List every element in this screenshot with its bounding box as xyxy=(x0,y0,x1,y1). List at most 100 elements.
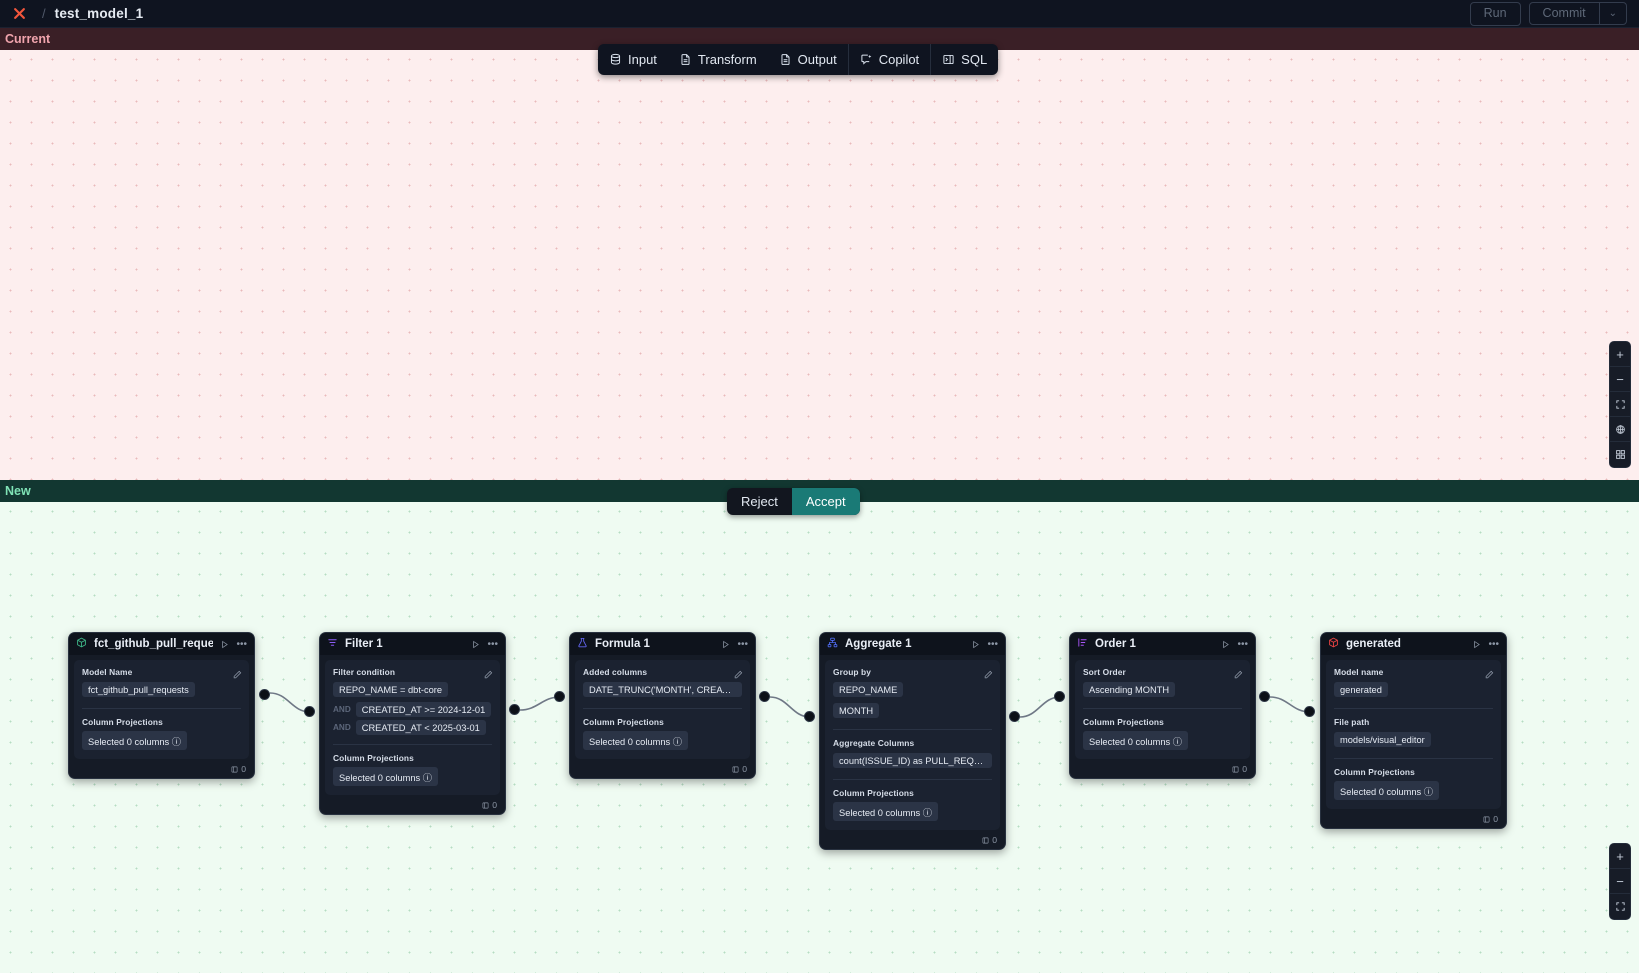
play-icon[interactable] xyxy=(721,640,730,649)
sort-icon xyxy=(1077,635,1088,653)
reject-button[interactable]: Reject xyxy=(741,494,778,509)
row-count: 0 xyxy=(732,764,747,774)
more-icon[interactable]: ••• xyxy=(236,638,247,650)
play-icon[interactable] xyxy=(220,640,229,649)
edge-port xyxy=(259,689,270,700)
zoom-out-icon[interactable]: − xyxy=(1610,869,1630,894)
sort-order-value[interactable]: Ascending MONTH xyxy=(1083,682,1176,698)
run-button[interactable]: Run xyxy=(1469,1,1521,26)
column-projections-value[interactable]: Selected 0 columns ⓘ xyxy=(833,802,939,821)
node-filter[interactable]: Filter 1 ••• Filter condition REPO_NAME … xyxy=(319,632,506,815)
group-by-value-2[interactable]: MONTH xyxy=(833,703,880,719)
pencil-icon[interactable] xyxy=(734,666,743,684)
row-count: 0 xyxy=(1483,814,1498,824)
model-name-value[interactable]: generated xyxy=(1334,682,1388,698)
condition-operator: AND xyxy=(333,723,351,732)
zoom-in-icon[interactable]: + xyxy=(1610,844,1630,869)
info-icon[interactable]: ⓘ xyxy=(1172,736,1183,747)
node-aggregate[interactable]: Aggregate 1 ••• Group by REPO_NAME MONTH… xyxy=(819,632,1006,850)
aggregate-columns-value[interactable]: count(ISSUE_ID) as PULL_REQUEST_… xyxy=(833,753,992,769)
node-footer: 0 xyxy=(69,764,254,778)
pencil-icon[interactable] xyxy=(1234,666,1243,684)
pencil-icon[interactable] xyxy=(1485,666,1494,684)
more-icon[interactable]: ••• xyxy=(1488,638,1499,650)
node-body: Sort Order Ascending MONTH Column Projec… xyxy=(1075,660,1250,759)
toolbar-item-input[interactable]: Input xyxy=(598,44,668,75)
cube-icon xyxy=(1328,635,1339,653)
flask-icon xyxy=(577,635,588,653)
section-label: Model Name xyxy=(82,667,133,677)
filter-condition-3[interactable]: CREATED_AT < 2025-03-01 xyxy=(355,720,486,735)
commit-split-button[interactable]: Commit ⌄ xyxy=(1528,2,1627,25)
play-icon[interactable] xyxy=(1221,640,1230,649)
section-label-column-projections: Column Projections xyxy=(833,779,992,798)
info-icon[interactable]: ⓘ xyxy=(171,736,182,747)
condition-operator: AND xyxy=(333,705,351,714)
row-count: 0 xyxy=(982,835,997,845)
toolbar-item-sql[interactable]: SQL xyxy=(930,44,998,75)
target-icon[interactable] xyxy=(1610,417,1630,442)
node-footer: 0 xyxy=(570,764,755,778)
info-icon[interactable]: ⓘ xyxy=(922,807,933,818)
zoom-in-icon[interactable]: + xyxy=(1610,342,1630,367)
section-label: Sort Order xyxy=(1083,667,1126,677)
play-icon[interactable] xyxy=(971,640,980,649)
panel-icon xyxy=(942,53,955,66)
section-label: Added columns xyxy=(583,667,648,677)
added-columns-value[interactable]: DATE_TRUNC('MONTH', CREATED_AT… xyxy=(583,682,742,698)
pencil-icon[interactable] xyxy=(984,666,993,684)
filter-condition-row: AND CREATED_AT >= 2024-12-01 xyxy=(333,702,492,717)
filter-condition-1[interactable]: REPO_NAME = dbt-core xyxy=(333,682,449,698)
play-icon[interactable] xyxy=(471,640,480,649)
column-projections-value[interactable]: Selected 0 columns ⓘ xyxy=(583,731,689,750)
toolbar-label: Transform xyxy=(697,52,757,67)
chevron-down-icon[interactable]: ⌄ xyxy=(1598,3,1626,24)
play-icon[interactable] xyxy=(1472,640,1481,649)
column-projections-value[interactable]: Selected 0 columns ⓘ xyxy=(82,731,188,750)
node-generated[interactable]: generated ••• Model name generated File … xyxy=(1320,632,1507,829)
node-body: Added columns DATE_TRUNC('MONTH', CREATE… xyxy=(575,660,750,759)
node-title: generated xyxy=(1346,638,1401,650)
grid-icon[interactable] xyxy=(1610,442,1630,467)
x-logo-icon[interactable] xyxy=(8,3,30,25)
fit-icon[interactable] xyxy=(1610,894,1630,919)
info-icon[interactable]: ⓘ xyxy=(1423,786,1434,797)
node-formula[interactable]: Formula 1 ••• Added columns DATE_TRUNC('… xyxy=(569,632,756,779)
node-order[interactable]: Order 1 ••• Sort Order Ascending MONTH C… xyxy=(1069,632,1256,779)
edge-port xyxy=(1009,711,1020,722)
more-icon[interactable]: ••• xyxy=(737,638,748,650)
commit-button[interactable]: Commit xyxy=(1542,6,1586,20)
zoom-out-icon[interactable]: − xyxy=(1610,367,1630,392)
column-projections-value[interactable]: Selected 0 columns ⓘ xyxy=(1334,781,1440,800)
column-projections-value[interactable]: Selected 0 columns ⓘ xyxy=(1083,731,1189,750)
group-by-value-1[interactable]: REPO_NAME xyxy=(833,682,904,698)
node-body: Model name generated File path models/vi… xyxy=(1326,660,1501,809)
more-icon[interactable]: ••• xyxy=(487,638,498,650)
node-title: Order 1 xyxy=(1095,638,1136,650)
breadcrumb-separator: / xyxy=(42,6,46,21)
current-canvas[interactable] xyxy=(0,28,1639,480)
cube-icon xyxy=(76,635,87,653)
toolbar-item-output[interactable]: Output xyxy=(768,44,848,75)
node-title: fct_github_pull_requests xyxy=(94,638,214,650)
more-icon[interactable]: ••• xyxy=(987,638,998,650)
section-label: Model name xyxy=(1334,667,1384,677)
toolbar-label: Input xyxy=(628,52,657,67)
file-path-value[interactable]: models/visual_editor xyxy=(1334,732,1431,748)
pencil-icon[interactable] xyxy=(233,666,242,684)
column-projections-value[interactable]: Selected 0 columns ⓘ xyxy=(333,767,439,786)
filter-condition-row: AND CREATED_AT < 2025-03-01 xyxy=(333,720,492,735)
node-source[interactable]: fct_github_pull_requests ••• Model Name … xyxy=(68,632,255,779)
accept-button[interactable]: Accept xyxy=(791,488,860,515)
toolbar-item-transform[interactable]: Transform xyxy=(668,44,768,75)
more-icon[interactable]: ••• xyxy=(1237,638,1248,650)
pencil-icon[interactable] xyxy=(484,666,493,684)
fit-icon[interactable] xyxy=(1610,392,1630,417)
info-icon[interactable]: ⓘ xyxy=(672,736,683,747)
edge-port xyxy=(759,691,770,702)
filter-condition-2[interactable]: CREATED_AT >= 2024-12-01 xyxy=(355,702,492,717)
model-name-value[interactable]: fct_github_pull_requests xyxy=(82,682,195,698)
toolbar-item-copilot[interactable]: Copilot xyxy=(847,44,930,75)
info-icon[interactable]: ⓘ xyxy=(422,772,433,783)
top-bar-actions: Run Commit ⌄ xyxy=(1469,1,1631,26)
